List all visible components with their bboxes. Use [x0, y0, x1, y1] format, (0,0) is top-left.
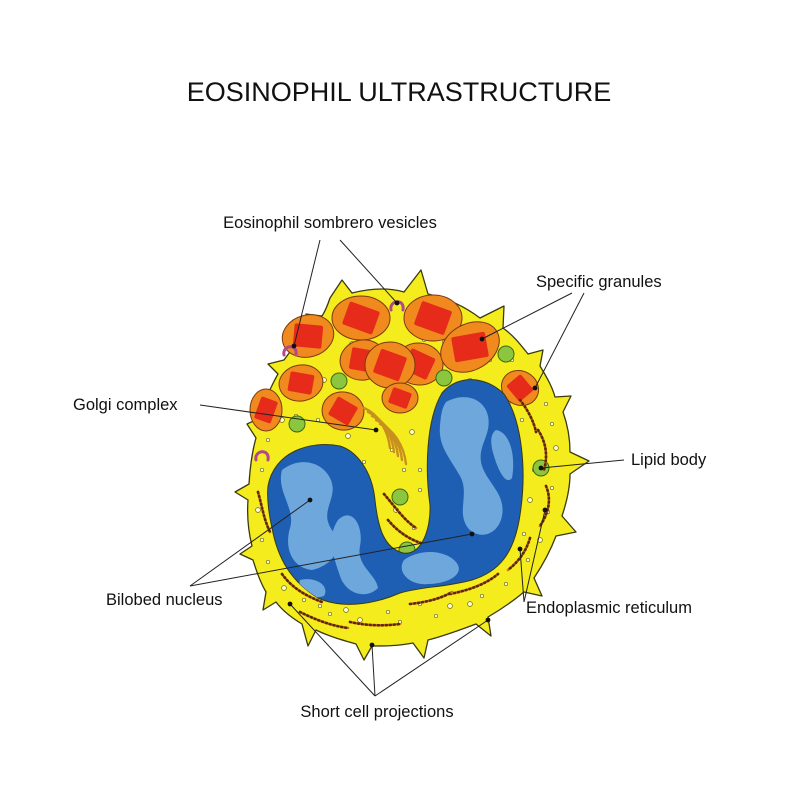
- cytoplasm-vesicle: [543, 401, 549, 407]
- golgi-cisterna: [378, 422, 408, 466]
- cytoplasm-vesicle: [417, 467, 423, 473]
- label-specific-granules: Specific granules: [536, 273, 662, 291]
- cytoplasm-vesicle: [255, 507, 261, 513]
- lipid-body: [391, 488, 409, 506]
- lipid-body: [497, 345, 515, 363]
- er-ribosomes: [256, 490, 272, 534]
- cytoplasm-vesicle: [265, 559, 271, 565]
- cytoplasm-vesicle: [417, 487, 423, 493]
- cytoplasm-vesicle: [327, 611, 333, 617]
- granule-crystalloid-core: [451, 331, 489, 363]
- granule-crystalloid-core: [328, 396, 358, 426]
- cytoplasm-vesicle: [433, 613, 439, 619]
- er-ribosomes: [280, 572, 324, 604]
- granule-crystalloid-core: [287, 371, 315, 395]
- cytoplasm-vesicle: [265, 437, 271, 443]
- granule-crystalloid-core: [506, 374, 534, 402]
- er-ribosomes: [386, 518, 426, 546]
- granule-crystalloid-core: [292, 323, 324, 349]
- granule-crystalloid-core: [254, 396, 278, 424]
- cytoplasm-vesicle: [281, 585, 287, 591]
- cytoplasm-vesicle: [301, 597, 307, 603]
- cytoplasm-vesicle: [553, 445, 559, 451]
- cytoplasm-vesicle: [525, 557, 531, 563]
- granule-crystalloid-core: [373, 348, 407, 382]
- er-ribosomes: [348, 620, 402, 627]
- cytoplasm-vesicle: [521, 531, 527, 537]
- cytoplasm-vesicle: [259, 467, 265, 473]
- er-ribosomes: [538, 484, 551, 528]
- label-sombrero-vesicles: Eosinophil sombrero vesicles: [223, 214, 437, 232]
- cytoplasm-vesicle: [479, 593, 485, 599]
- er-ribosomes: [448, 572, 500, 596]
- er-ribosomes: [382, 492, 418, 530]
- cytoplasm-vesicle: [343, 607, 349, 613]
- label-golgi-complex: Golgi complex: [73, 396, 178, 414]
- granule-crystalloid-core: [388, 387, 412, 409]
- label-lipid-body: Lipid body: [631, 451, 707, 469]
- cytoplasm-vesicle: [385, 609, 391, 615]
- cytoplasm-vesicle: [519, 417, 525, 423]
- cytoplasm-vesicle: [549, 421, 555, 427]
- organelles: [249, 294, 559, 630]
- label-short-cell-projections: Short cell projections: [300, 703, 453, 721]
- leader-dots: [287, 300, 548, 648]
- cytoplasm-vesicle: [357, 617, 363, 623]
- cytoplasm-vesicle: [527, 497, 533, 503]
- er-ribosomes: [298, 610, 350, 630]
- er-ribosomes: [408, 590, 454, 606]
- label-endoplasmic-reticulum: Endoplasmic reticulum: [526, 599, 692, 617]
- cytoplasm-vesicle: [401, 467, 407, 473]
- nucleus-chromatin: [280, 397, 514, 598]
- sombrero-vesicle: [282, 345, 298, 357]
- granule-crystalloid-core: [342, 301, 380, 335]
- granule-crystalloid-core: [414, 301, 452, 335]
- diagram-title: EOSINOPHIL ULTRASTRUCTURE: [187, 77, 612, 107]
- er-ribosomes: [506, 536, 532, 572]
- cytoplasm-vesicle: [259, 537, 265, 543]
- cytoplasm-vesicle: [361, 459, 367, 465]
- label-bilobed-nucleus: Bilobed nucleus: [106, 591, 223, 609]
- cytoplasm-vesicle: [345, 433, 351, 439]
- cytoplasm-vesicle: [447, 603, 453, 609]
- cytoplasm-vesicle: [317, 603, 323, 609]
- cytoplasm-vesicle: [503, 581, 509, 587]
- lipid-body: [288, 415, 306, 433]
- lipid-body: [435, 369, 453, 387]
- leader-lines: [189, 239, 625, 697]
- er-ribosomes: [518, 398, 538, 434]
- cytoplasm-vesicle: [409, 429, 415, 435]
- er-ribosomes: [536, 428, 548, 472]
- cytoplasm-vesicle: [467, 601, 473, 607]
- cytoplasm-vesicle: [549, 485, 555, 491]
- sombrero-vesicle: [254, 450, 270, 462]
- lipid-body: [330, 372, 348, 390]
